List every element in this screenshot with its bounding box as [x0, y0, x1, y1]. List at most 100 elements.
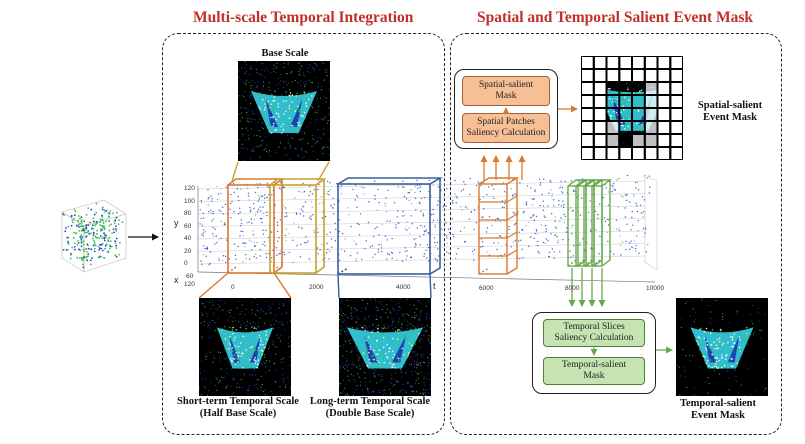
event-point	[538, 252, 540, 254]
edge-event	[628, 122, 630, 124]
noise-event	[249, 96, 251, 98]
noise-event	[344, 314, 346, 316]
edge-event	[253, 346, 256, 349]
noise-event	[691, 355, 693, 357]
event-point	[434, 241, 436, 244]
noise-event	[236, 386, 238, 388]
noise-event	[355, 389, 358, 391]
noise-event	[393, 309, 395, 311]
event-point	[243, 242, 245, 244]
edge-event	[732, 336, 735, 338]
event-point	[395, 259, 398, 261]
edge-event	[239, 342, 242, 344]
event-shadow	[229, 335, 240, 363]
mask-cell	[671, 70, 683, 81]
cloud-point	[101, 224, 104, 227]
base-scale-caption: Base Scale	[261, 48, 309, 59]
noise-event	[342, 366, 344, 368]
event-point	[642, 227, 645, 230]
base-connector	[317, 161, 330, 182]
noise-event	[287, 142, 289, 144]
event-point	[488, 186, 490, 188]
event-point	[504, 202, 506, 205]
event-point	[237, 195, 239, 198]
edge-event	[361, 326, 364, 329]
event-point	[533, 237, 535, 239]
cloud-point	[82, 263, 84, 266]
event-point	[211, 220, 213, 222]
noise-event	[340, 330, 342, 332]
noise-event	[301, 147, 303, 149]
noise-event	[324, 78, 326, 81]
noise-event	[289, 147, 292, 149]
event-point	[420, 224, 422, 227]
edge-event	[231, 335, 233, 337]
noise-event	[413, 366, 416, 368]
event-point	[256, 210, 259, 213]
event-point	[377, 188, 379, 191]
event-point	[550, 181, 552, 183]
event-point	[521, 248, 523, 250]
grid-line	[197, 218, 646, 227]
event-point	[221, 259, 224, 262]
noise-event	[694, 318, 696, 320]
cloud-point	[82, 229, 85, 232]
cloud-point	[82, 243, 85, 246]
event-point	[553, 204, 555, 206]
cloud-point	[72, 236, 75, 239]
noise-event	[346, 358, 348, 360]
noise-event	[315, 141, 318, 143]
noise-event	[412, 325, 414, 327]
noise-event	[361, 307, 363, 309]
event-point	[242, 242, 244, 244]
noise-event	[283, 378, 285, 380]
cloud-point	[70, 224, 73, 227]
noise-event	[340, 371, 342, 373]
event-point	[449, 231, 451, 234]
y-tick-label: 100	[184, 197, 195, 205]
edge-event	[397, 329, 399, 331]
noise-event	[246, 148, 248, 150]
noise-event	[280, 73, 282, 76]
edge-event	[229, 344, 232, 346]
event-point	[380, 247, 383, 249]
noise-event	[273, 65, 275, 67]
event-point	[250, 218, 253, 220]
event-point	[212, 227, 214, 229]
event-point	[376, 226, 378, 228]
event-point	[330, 238, 333, 240]
noise-event	[246, 320, 248, 322]
edge-event	[373, 340, 375, 342]
event-point	[338, 231, 341, 233]
noise-event	[323, 118, 325, 120]
noise-event	[243, 160, 246, 161]
noise-event	[259, 73, 261, 75]
noise-event	[298, 139, 300, 141]
noise-event	[710, 322, 712, 325]
noise-event	[248, 389, 250, 391]
noise-event	[280, 361, 282, 363]
edge-event	[387, 337, 389, 339]
event-point	[361, 186, 363, 188]
noise-event	[275, 346, 277, 348]
edge-event	[238, 349, 240, 351]
noise-event	[425, 378, 428, 380]
noise-event	[294, 79, 296, 82]
event-point	[384, 202, 386, 205]
event-point	[644, 213, 646, 215]
y-tick-label: 60	[184, 222, 192, 230]
noise-event	[272, 328, 275, 330]
cloud-point	[79, 249, 82, 252]
edge-event	[641, 123, 643, 126]
event-point	[590, 230, 592, 233]
edge-event	[260, 109, 263, 111]
noise-event	[206, 315, 208, 317]
edge-event	[297, 121, 300, 123]
mask-cell	[671, 83, 683, 94]
edge-event	[268, 334, 271, 337]
event-point	[625, 194, 627, 196]
noise-event	[678, 366, 680, 368]
noise-event	[258, 119, 260, 121]
event-point	[384, 205, 387, 207]
noise-event	[256, 303, 258, 305]
